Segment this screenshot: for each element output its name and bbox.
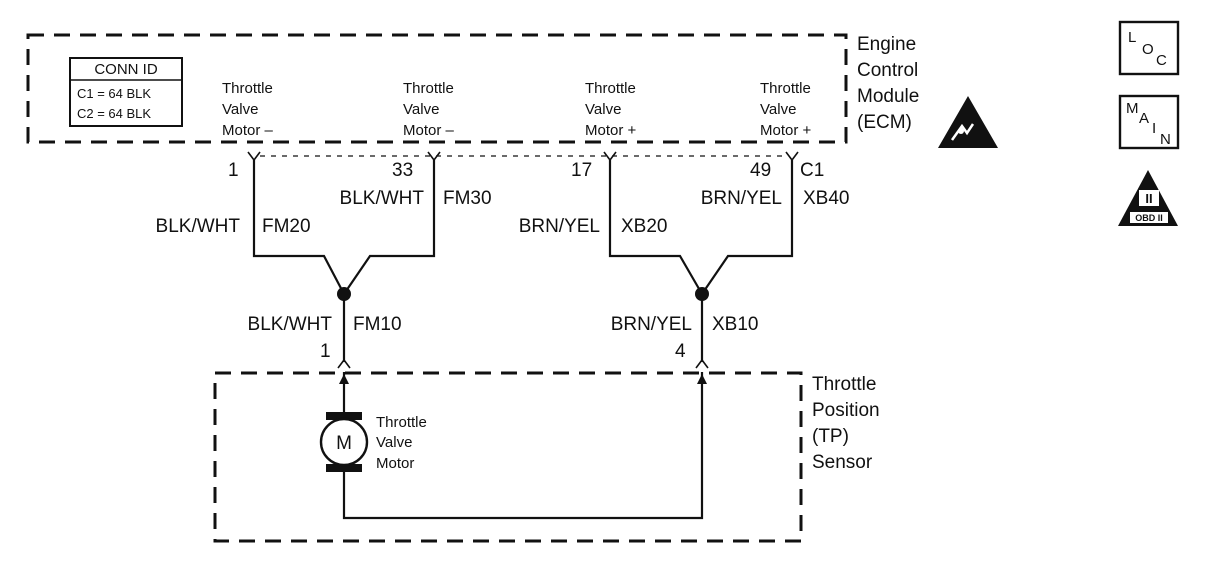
tp-sensor-box: [213, 371, 803, 543]
ecm-pin-33-desc: Throttle Valve Motor –: [403, 80, 455, 139]
svg-text:Valve: Valve: [585, 101, 621, 118]
svg-text:Throttle: Throttle: [403, 80, 454, 97]
svg-text:Throttle: Throttle: [376, 414, 427, 431]
splice-xb: [695, 287, 709, 301]
ecm-pin-49-desc: Throttle Valve Motor +: [760, 80, 812, 139]
wire-fm10-color: BLK/WHT: [248, 314, 333, 335]
svg-text:L: L: [1128, 29, 1136, 46]
svg-text:Throttle: Throttle: [222, 80, 273, 97]
svg-text:O: O: [1142, 41, 1154, 58]
motor-icon: M: [319, 412, 369, 472]
wire-xb10-circuit: XB10: [712, 314, 758, 335]
sensor-arrow-right: [697, 374, 707, 384]
svg-text:Throttle: Throttle: [760, 80, 811, 97]
svg-text:Control: Control: [857, 60, 918, 81]
sensor-connector-pin-4: [695, 358, 709, 369]
conn-id-row-c1: C1 = 64 BLK: [77, 86, 151, 101]
svg-text:Valve: Valve: [376, 434, 412, 451]
ecm-pin-number-49: 49: [750, 160, 771, 181]
svg-text:Valve: Valve: [222, 101, 258, 118]
svg-text:Valve: Valve: [403, 101, 439, 118]
motor-symbol-label: M: [336, 433, 352, 454]
wire-xb10-color: BRN/YEL: [611, 314, 692, 335]
svg-text:Motor –: Motor –: [222, 122, 274, 139]
svg-text:(TP): (TP): [812, 426, 849, 447]
svg-text:A: A: [1139, 110, 1149, 127]
splice-fm: [337, 287, 351, 301]
conn-id-header: CONN ID: [94, 61, 158, 78]
tp-sensor-title: Throttle Position (TP) Sensor: [812, 374, 880, 473]
svg-text:C: C: [1156, 52, 1167, 69]
ecm-title: Engine Control Module (ECM): [857, 34, 919, 133]
wire-fm30: [343, 160, 436, 295]
sensor-pin-number-1: 1: [320, 341, 331, 362]
ecm-box: [26, 33, 848, 144]
svg-text:Engine: Engine: [857, 34, 916, 55]
ecm-pin-17-desc: Throttle Valve Motor +: [585, 80, 637, 139]
wire-fm20-circuit: FM20: [262, 216, 311, 237]
wire-xb20-color: BRN/YEL: [519, 216, 600, 237]
ecm-pin-number-1: 1: [228, 160, 239, 181]
svg-text:Motor +: Motor +: [585, 122, 637, 139]
wire-xb20-circuit: XB20: [621, 216, 667, 237]
conn-id-row-c2: C2 = 64 BLK: [77, 106, 151, 121]
svg-text:N: N: [1160, 131, 1171, 148]
ecm-pin-1-desc: Throttle Valve Motor –: [222, 80, 274, 139]
wire-xb20: [608, 160, 703, 295]
svg-text:Valve: Valve: [760, 101, 796, 118]
esd-warning-icon: [938, 96, 998, 148]
ecm-connector-c1: C1: [800, 160, 824, 181]
obd-ii-icon[interactable]: II OBD II: [1118, 170, 1178, 226]
sensor-arrow-left: [339, 374, 349, 384]
motor-description: Throttle Valve Motor: [376, 414, 427, 472]
loc-icon[interactable]: L O C: [1118, 20, 1180, 76]
svg-text:(ECM): (ECM): [857, 112, 912, 133]
wire-xb40-circuit: XB40: [803, 188, 849, 209]
wire-fm20: [252, 160, 345, 295]
main-icon[interactable]: M A I N: [1118, 94, 1180, 150]
svg-text:Motor: Motor: [376, 455, 414, 472]
svg-text:Throttle: Throttle: [812, 374, 876, 395]
ecm-pin-number-33: 33: [392, 160, 413, 181]
wire-xb40-color: BRN/YEL: [701, 188, 782, 209]
svg-text:Position: Position: [812, 400, 880, 421]
ecm-connector-pin-49: [785, 151, 799, 162]
svg-text:Throttle: Throttle: [585, 80, 636, 97]
svg-text:M: M: [1126, 100, 1139, 117]
ecm-pin-number-17: 17: [571, 160, 592, 181]
svg-text:I: I: [1152, 120, 1156, 137]
wire-fm30-circuit: FM30: [443, 188, 492, 209]
svg-text:Motor –: Motor –: [403, 122, 455, 139]
wire-fm30-color: BLK/WHT: [340, 188, 425, 209]
svg-text:Module: Module: [857, 86, 919, 107]
wire-fm20-color: BLK/WHT: [156, 216, 241, 237]
svg-text:OBD II: OBD II: [1135, 213, 1163, 223]
sensor-connector-pin-1: [337, 358, 351, 369]
sensor-internal-wire-return: [342, 372, 704, 520]
svg-text:Sensor: Sensor: [812, 452, 873, 473]
wire-fm10-circuit: FM10: [353, 314, 402, 335]
svg-text:Motor +: Motor +: [760, 122, 812, 139]
wire-xb40: [701, 160, 794, 295]
conn-id-table: CONN ID C1 = 64 BLK C2 = 64 BLK: [69, 57, 183, 127]
ecm-connector-pin-1: [247, 151, 261, 162]
sensor-pin-number-4: 4: [675, 341, 686, 362]
svg-text:II: II: [1145, 191, 1152, 206]
